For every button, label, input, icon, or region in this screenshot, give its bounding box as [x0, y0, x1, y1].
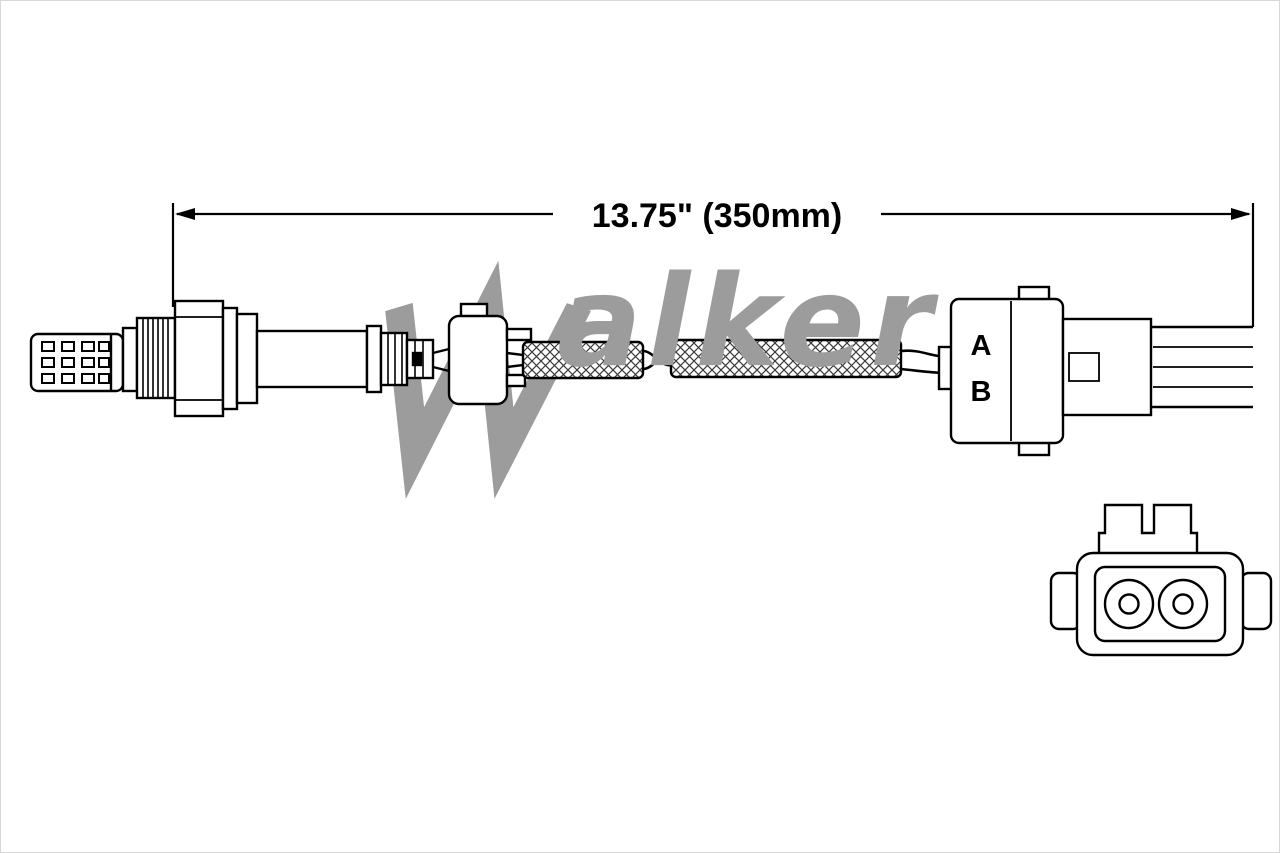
hex-nut: [173, 299, 225, 418]
connector-ear-right: [1239, 571, 1273, 631]
pin-label-b: B: [971, 376, 992, 408]
lead-wires-middle: [642, 349, 672, 371]
pin-label-a: A: [971, 330, 992, 362]
dimension-arrow-left: [175, 208, 195, 220]
tip-louvers: [41, 341, 110, 384]
thread-section: [121, 316, 177, 400]
walker-logo-letters: alker: [557, 248, 939, 395]
dimension-callout: 13.75" (350mm): [171, 197, 1255, 327]
wire-exit-rib: [405, 338, 450, 380]
connector-pin-labels: A B: [971, 330, 992, 408]
connector-housing-side: [937, 285, 1065, 457]
connector-terminal-1: [1103, 578, 1155, 630]
dimension-label: 13.75" (350mm): [592, 197, 842, 235]
braided-sleeve-2: [669, 338, 903, 379]
collar-washers: [221, 306, 259, 411]
terminal-pins: [1153, 346, 1253, 388]
dimension-arrow-right: [1231, 208, 1251, 220]
sensor-body: [255, 324, 383, 394]
sensor-tip: [29, 332, 125, 393]
connector-face-view: [1049, 503, 1273, 657]
braided-sleeve-1: [521, 340, 645, 380]
oxygen-sensor-drawing: [29, 285, 1253, 457]
walker-logo-w-mark: [385, 260, 592, 499]
mounting-boot: [447, 302, 533, 406]
connector-top-tabs: [1097, 503, 1199, 559]
terminal-shroud: [1061, 317, 1253, 417]
crimp-sleeve: [379, 331, 409, 387]
connector-terminal-2: [1157, 578, 1209, 630]
